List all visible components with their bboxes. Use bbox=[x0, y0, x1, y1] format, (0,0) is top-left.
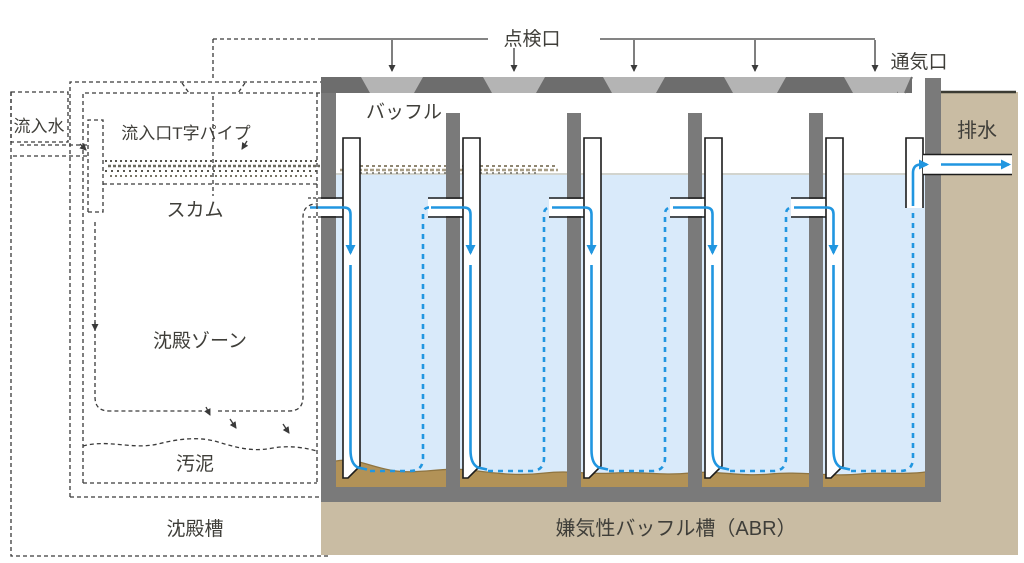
label-baffle: バッフル bbox=[366, 102, 442, 123]
upflow-chamber-2 bbox=[488, 206, 550, 473]
settling-tank-group bbox=[10, 39, 330, 557]
labels-group: 点検口 通気口 流入水 流入口T字パイプ スカム 沈殿ゾーン 汚泥 沈殿槽 バッ… bbox=[14, 28, 998, 540]
tank-floor bbox=[321, 487, 941, 502]
abr-tank-group bbox=[308, 76, 1018, 555]
tank-inner-wall bbox=[82, 92, 321, 484]
inspection-cover bbox=[361, 77, 423, 93]
outlet-pipe-assembly bbox=[905, 137, 1012, 208]
tank-left-wall bbox=[321, 77, 336, 502]
upflow-chamber-4 bbox=[730, 206, 792, 473]
inspection-cover bbox=[483, 77, 545, 93]
flow-down-line bbox=[349, 265, 368, 471]
inflow-label-box bbox=[10, 91, 69, 143]
soil-backfill bbox=[321, 92, 1018, 555]
flow-down-arrow bbox=[310, 206, 356, 255]
inflow-channel bbox=[13, 144, 88, 157]
vent-gap-edge bbox=[904, 76, 913, 94]
inlet-pipe-assembly bbox=[308, 137, 368, 479]
label-settling-tank: 沈殿槽 bbox=[166, 518, 223, 540]
label-inlet-t-pipe: 流入口T字パイプ bbox=[121, 124, 250, 143]
ground-outline bbox=[10, 92, 330, 557]
flow-tick-arrows bbox=[79, 140, 290, 434]
lid-end-piece bbox=[898, 77, 912, 93]
tank-right-wall bbox=[925, 78, 941, 502]
upflow-dashed-paths bbox=[370, 206, 915, 473]
tank-outer-wall bbox=[69, 81, 321, 498]
settling-scum-texture bbox=[105, 160, 320, 177]
label-vent-port: 通気口 bbox=[890, 51, 947, 73]
upflow-chamber-1 bbox=[370, 206, 429, 473]
inspection-cover bbox=[724, 77, 786, 93]
label-abr-tank: 嫌気性バッフル槽（ABR） bbox=[555, 517, 796, 540]
outlet-channel bbox=[923, 153, 1012, 176]
effluent-bend-arrow bbox=[911, 159, 929, 206]
label-settling-zone: 沈殿ゾーン bbox=[153, 330, 247, 352]
label-inflow-water: 流入水 bbox=[14, 117, 65, 136]
label-inspection-port: 点検口 bbox=[503, 28, 560, 50]
inspection-annotation bbox=[213, 38, 879, 72]
inspection-cover bbox=[603, 77, 665, 93]
settling-zone-outline bbox=[94, 203, 318, 412]
sludge-layer bbox=[336, 460, 925, 487]
inspection-cover bbox=[844, 77, 906, 93]
sludge-wavy-line bbox=[82, 438, 318, 452]
label-sludge: 汚泥 bbox=[176, 453, 214, 475]
label-effluent: 排水 bbox=[957, 119, 997, 142]
tank-lid bbox=[321, 76, 913, 94]
inlet-t-pipe-outline bbox=[87, 119, 104, 213]
upflow-chamber-3 bbox=[609, 206, 671, 473]
lid-cover-marks bbox=[181, 82, 246, 94]
label-scum: スカム bbox=[166, 200, 223, 221]
